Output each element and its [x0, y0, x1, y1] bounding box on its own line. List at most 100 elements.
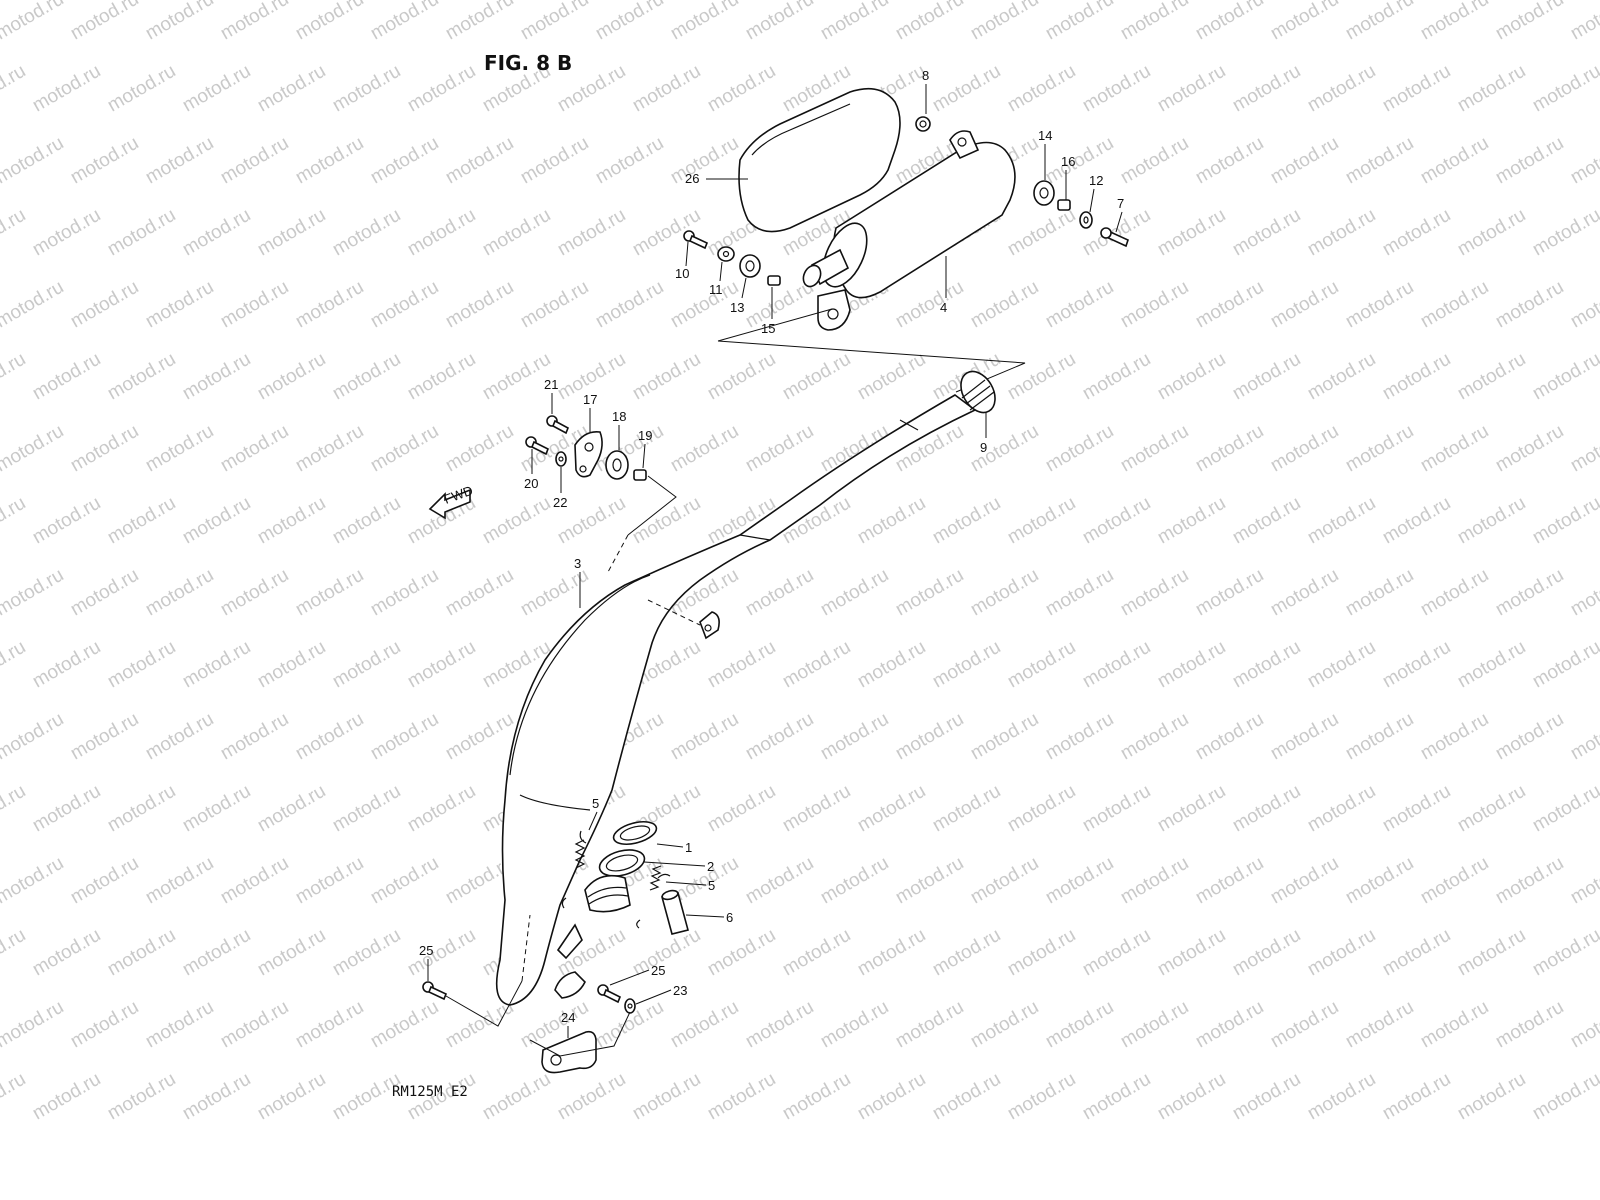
watermark-text: motod.ru: [329, 925, 404, 981]
watermark-text: motod.ru: [1229, 349, 1304, 405]
watermark-text: motod.ru: [1004, 493, 1079, 549]
watermark-text: motod.ru: [1342, 853, 1417, 909]
part-2-gasket: [598, 849, 646, 877]
watermark-text: motod.ru: [104, 637, 179, 693]
watermark-text: motod.ru: [29, 925, 104, 981]
watermark-text: motod.ru: [29, 1069, 104, 1125]
callout-10: 10: [675, 266, 689, 281]
watermark-text: motod.ru: [329, 205, 404, 261]
watermark-text: motod.ru: [1117, 277, 1192, 333]
watermark-text: motod.ru: [367, 853, 442, 909]
watermark-text: motod.ru: [667, 997, 742, 1053]
watermark-text: motod.ru: [0, 853, 67, 909]
watermark-text: motod.ru: [1079, 637, 1154, 693]
watermark-text: motod.ru: [404, 61, 479, 117]
callout-5-upper: 5: [592, 796, 599, 811]
watermark-text: motod.ru: [854, 493, 929, 549]
part-5-spring-right: [636, 865, 671, 929]
watermark-text: motod.ru: [1004, 637, 1079, 693]
watermark-text: motod.ru: [217, 277, 292, 333]
watermark-text: motod.ru: [1454, 349, 1529, 405]
watermark-text: motod.ru: [367, 565, 442, 621]
watermark-text: motod.ru: [1304, 493, 1379, 549]
watermark-text: motod.ru: [1304, 61, 1379, 117]
watermark-text: motod.ru: [1529, 349, 1600, 405]
watermark-text: motod.ru: [1342, 277, 1417, 333]
watermark-text: motod.ru: [179, 781, 254, 837]
callout-11: 11: [709, 282, 723, 297]
watermark-text: motod.ru: [1004, 925, 1079, 981]
watermark-text: motod.ru: [1567, 565, 1600, 621]
part-1-gasket: [612, 820, 658, 846]
watermark-text: motod.ru: [1117, 565, 1192, 621]
watermark-text: motod.ru: [929, 925, 1004, 981]
watermark-text: motod.ru: [667, 421, 742, 477]
watermark-text: motod.ru: [1192, 133, 1267, 189]
watermark-text: motod.ru: [667, 133, 742, 189]
watermark-text: motod.ru: [1454, 781, 1529, 837]
watermark-text: motod.ru: [1342, 997, 1417, 1053]
expansion-chamber: [495, 394, 977, 1006]
callout-25-left: 25: [419, 943, 433, 958]
watermark-text: motod.ru: [742, 997, 817, 1053]
part-18-grommet: [605, 450, 629, 480]
watermark-text: motod.ru: [1567, 421, 1600, 477]
watermark-text: motod.ru: [479, 493, 554, 549]
watermark-text: motod.ru: [629, 493, 704, 549]
watermark-text: motod.ru: [292, 0, 367, 44]
watermark-text: motod.ru: [1267, 997, 1342, 1053]
watermark-text: motod.ru: [817, 565, 892, 621]
watermark-text: motod.ru: [1492, 0, 1567, 44]
watermark-text: motod.ru: [329, 493, 404, 549]
watermark-text: motod.ru: [704, 781, 779, 837]
watermark-text: motod.ru: [1042, 565, 1117, 621]
watermark-text: motod.ru: [1342, 133, 1417, 189]
watermark-text: motod.ru: [779, 637, 854, 693]
part-13-grommet: [739, 254, 761, 278]
watermark-text: motod.ru: [1154, 1069, 1229, 1125]
watermark-text: motod.ru: [367, 277, 442, 333]
watermark-text: motod.ru: [67, 133, 142, 189]
watermark-text: motod.ru: [517, 277, 592, 333]
watermark-text: motod.ru: [1154, 493, 1229, 549]
callout-20: 20: [524, 476, 538, 491]
watermark-text: motod.ru: [1567, 709, 1600, 765]
watermark-text: motod.ru: [367, 709, 442, 765]
watermark-text: motod.ru: [1304, 349, 1379, 405]
watermark-text: motod.ru: [592, 421, 667, 477]
watermark-text: motod.ru: [592, 277, 667, 333]
watermark-text: motod.ru: [1004, 781, 1079, 837]
watermark-text: motod.ru: [1529, 493, 1600, 549]
watermark-text: motod.ru: [704, 637, 779, 693]
part-7-bolt: [1100, 227, 1129, 248]
watermark-text: motod.ru: [1492, 133, 1567, 189]
watermark-text: motod.ru: [629, 1069, 704, 1125]
watermark-text: motod.ru: [517, 565, 592, 621]
watermark-text: motod.ru: [742, 565, 817, 621]
watermark-text: motod.ru: [1079, 493, 1154, 549]
watermark-text: motod.ru: [442, 565, 517, 621]
watermark-text: motod.ru: [892, 0, 967, 44]
watermark-text: motod.ru: [1079, 61, 1154, 117]
watermark-text: motod.ru: [329, 637, 404, 693]
watermark-text: motod.ru: [179, 205, 254, 261]
watermark-text: motod.ru: [67, 997, 142, 1053]
figure-title: FIG. 8 B: [484, 51, 572, 75]
watermark-text: motod.ru: [892, 277, 967, 333]
watermark-text: motod.ru: [67, 277, 142, 333]
watermark-text: motod.ru: [929, 493, 1004, 549]
watermark-text: motod.ru: [1154, 925, 1229, 981]
part-9-seal: [960, 370, 996, 414]
watermark-text: motod.ru: [892, 565, 967, 621]
watermark-text: motod.ru: [929, 637, 1004, 693]
part-11-washer: [717, 246, 735, 262]
part-25-bolt-right: [597, 984, 622, 1004]
watermark-text: motod.ru: [217, 997, 292, 1053]
watermark-text: motod.ru: [854, 781, 929, 837]
watermark-text: motod.ru: [442, 421, 517, 477]
watermark-text: motod.ru: [1567, 277, 1600, 333]
watermark-text: motod.ru: [1304, 781, 1379, 837]
watermark-text: motod.ru: [1192, 709, 1267, 765]
watermark-text: motod.ru: [217, 133, 292, 189]
watermark-text: motod.ru: [1079, 1069, 1154, 1125]
